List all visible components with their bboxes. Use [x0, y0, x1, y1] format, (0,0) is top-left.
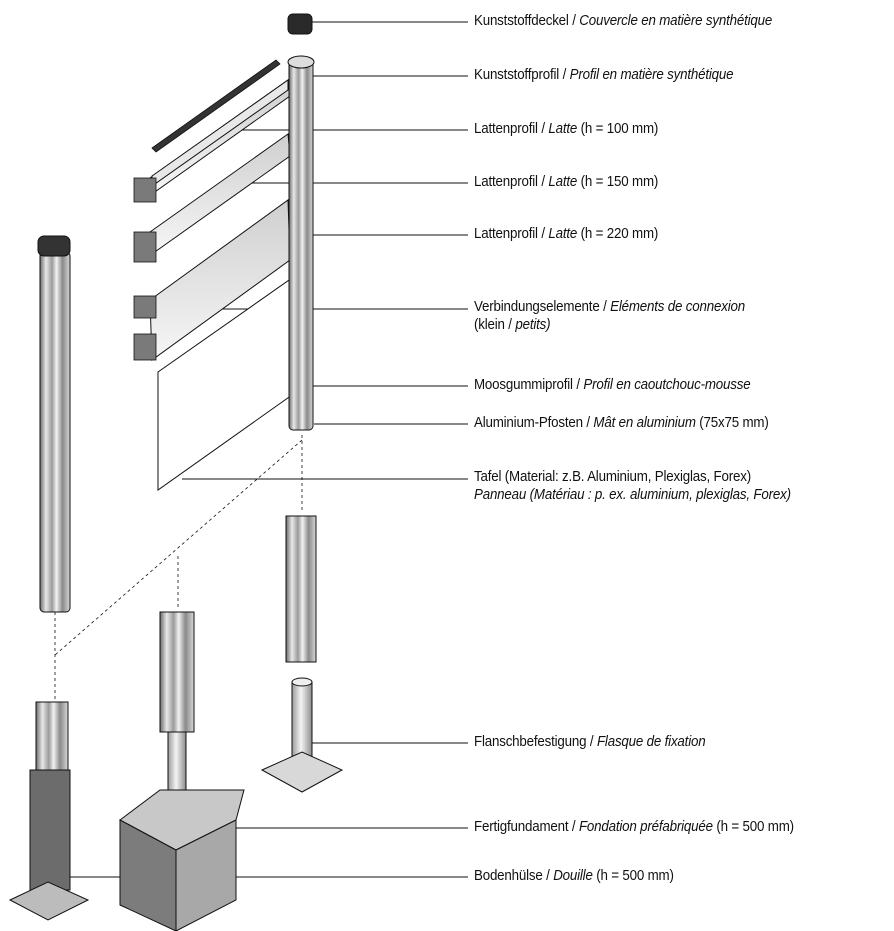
label-slat-100: Lattenprofil / Latte (h = 100 mm) [474, 121, 659, 137]
label-cap: Kunststoffdeckel / Couvercle en matière … [474, 13, 773, 29]
label-plastic-profile: Kunststoffprofil / Profil en matière syn… [474, 67, 734, 83]
connector-brackets [133, 177, 157, 361]
flange-assembly [260, 515, 344, 793]
label-foundation: Fertigfundament / Fondation préfabriquée… [474, 819, 794, 835]
foundation-assembly [119, 611, 245, 931]
label-ground-sleeve: Bodenhülse / Douille (h = 500 mm) [474, 868, 674, 884]
slats [149, 79, 291, 361]
label-rubber-profile: Moosgummiprofil / Profil en caoutchouc-m… [474, 377, 751, 393]
top-strip [151, 59, 281, 153]
label-panel: Tafel (Material: z.B. Aluminium, Plexigl… [474, 469, 791, 503]
label-slat-150: Lattenprofil / Latte (h = 150 mm) [474, 174, 659, 190]
sleeve-assembly [8, 701, 90, 921]
label-connectors: Verbindungselemente / Eléments de connex… [474, 299, 745, 333]
left-post [37, 235, 71, 613]
label-flange: Flanschbefestigung / Flasque de fixation [474, 734, 706, 750]
main-post [287, 13, 315, 431]
label-aluminium-post: Aluminium-Pfosten / Mât en aluminium (75… [474, 415, 769, 431]
assembly-guides [54, 435, 303, 700]
label-slat-220: Lattenprofil / Latte (h = 220 mm) [474, 226, 659, 242]
